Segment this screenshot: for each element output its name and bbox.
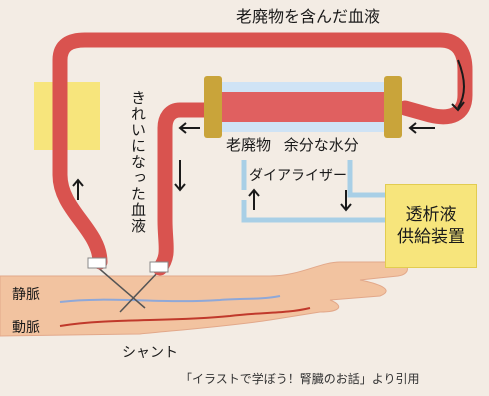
arrow-down-return — [174, 160, 186, 192]
vein-line — [59, 295, 281, 303]
needle-left — [94, 264, 146, 309]
dialysate-tube-in — [241, 200, 385, 223]
clean-blood-label: きれいになった血液 — [129, 90, 147, 234]
citation: 「イラストで学ぼう！腎臓のお話」より引用 — [180, 372, 420, 386]
dirty-blood-label: 老廃物を含んだ血液 — [236, 7, 381, 26]
flow-arrows — [72, 59, 465, 212]
blood-tube-venous — [152, 102, 218, 276]
arrow-curve-right-head — [451, 101, 465, 112]
dialysate-tube-out — [347, 160, 385, 198]
arrow-up-arterial — [72, 178, 84, 200]
needle-right — [119, 269, 161, 313]
arrow-up-dialysate — [248, 188, 260, 210]
dialysate-supply-device: 透析液 供給装置 — [385, 184, 477, 268]
shunt-label: シャント — [122, 345, 178, 361]
dialyzer-blood-core — [222, 92, 384, 122]
arrow-from-dialyzer — [178, 122, 200, 134]
artery-line — [59, 307, 311, 327]
waste-water-label: 老廃物 余分な水分 — [226, 138, 359, 153]
clamp-right — [149, 261, 169, 273]
blood-tube-arterial — [52, 32, 473, 270]
vein-label: 静脈 — [12, 287, 40, 303]
clamp-left — [87, 257, 107, 269]
dialyzer-cap-right — [384, 76, 402, 138]
excess-water-label: 余分な水分 — [283, 136, 359, 154]
device-line1: 透析液 — [405, 204, 457, 225]
arm-shape — [0, 261, 408, 337]
waste-label: 老廃物 — [226, 136, 272, 154]
artery-label: 動脈 — [12, 320, 40, 336]
arrow-to-dialyzer — [408, 122, 435, 134]
arrow-down-dialysate — [340, 190, 352, 212]
arrow-curve-right — [457, 59, 465, 109]
dialyzer-label: ダイアライザー — [249, 168, 347, 184]
dialyzer-cap-left — [204, 76, 222, 138]
device-line2: 供給装置 — [397, 227, 465, 247]
